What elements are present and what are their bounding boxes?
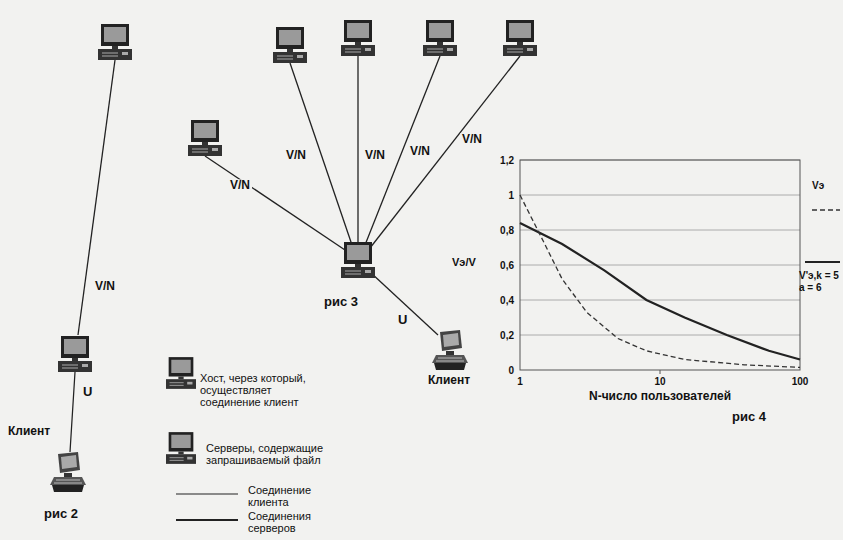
legend-label: V'э,k = 5 a = 6 (799, 270, 839, 293)
axis-title: Vэ/V (452, 256, 476, 268)
legend-label: Соединения серверов (248, 510, 311, 534)
client-icon (432, 330, 468, 370)
speed-label: V/N (460, 133, 484, 146)
chart-legend-text: Vэ (812, 180, 840, 192)
figure-caption: рис 4 (732, 410, 766, 424)
tick-label: 0,8 (500, 225, 514, 236)
client-label: Клиент (428, 374, 470, 387)
host-icon (341, 242, 375, 278)
server-icon (423, 20, 457, 56)
tick-label: 1 (517, 376, 523, 387)
speed-label: U (81, 385, 94, 399)
legend-server-icon (166, 432, 196, 464)
legend-label: Соединение клиента (248, 484, 311, 508)
client-label: Клиент (8, 425, 50, 438)
server-icon (273, 27, 307, 63)
legend-server-line (176, 519, 238, 521)
tick-label: 0 (508, 365, 514, 376)
legend-solid-line (805, 261, 840, 263)
tick-label: 100 (792, 376, 809, 387)
server-icon (188, 120, 222, 156)
legend-text: Серверы, содержащие запрашиваемый файл (206, 442, 334, 466)
tick-label: 10 (654, 376, 665, 387)
server-icon (503, 20, 537, 56)
figure-3 (205, 56, 520, 335)
server-icon (341, 20, 375, 56)
legend-host-icon (166, 357, 196, 389)
legend-client-line (176, 494, 238, 495)
tick-label: 0,6 (500, 260, 514, 271)
figure-caption: рис 2 (44, 507, 78, 521)
legend-text: Хост, через который, осуществляет соедин… (200, 372, 330, 408)
tick-label: 1,2 (500, 155, 514, 166)
legend-label: Vэ (812, 180, 824, 191)
chart-legend-text: V'э,k = 5 a = 6 (799, 270, 841, 294)
figure-caption: рис 3 (324, 295, 358, 309)
speed-label: V/N (228, 179, 252, 192)
tick-label: 1 (508, 190, 514, 201)
chart (520, 160, 840, 374)
legend-dashed-line (812, 209, 840, 210)
legend-text: Соединение клиента (248, 484, 338, 508)
speed-label: V/N (284, 149, 308, 162)
tick-label: 0,2 (500, 330, 514, 341)
legend-label: Серверы, содержащие запрашиваемый файл (206, 442, 323, 466)
tick-label: 0,4 (500, 295, 514, 306)
speed-label: V/N (408, 145, 432, 158)
server-icon (98, 24, 132, 60)
speed-label: V/N (93, 280, 117, 293)
speed-label: U (396, 313, 409, 327)
speed-label: V/N (363, 149, 387, 162)
legend-label: Хост, через который, осуществляет соедин… (200, 372, 306, 408)
legend-text: Соединения серверов (248, 510, 338, 534)
axis-title: N-число пользователей (589, 390, 731, 403)
host-icon (58, 336, 92, 372)
client-icon (50, 452, 86, 492)
figure-2 (70, 60, 115, 452)
